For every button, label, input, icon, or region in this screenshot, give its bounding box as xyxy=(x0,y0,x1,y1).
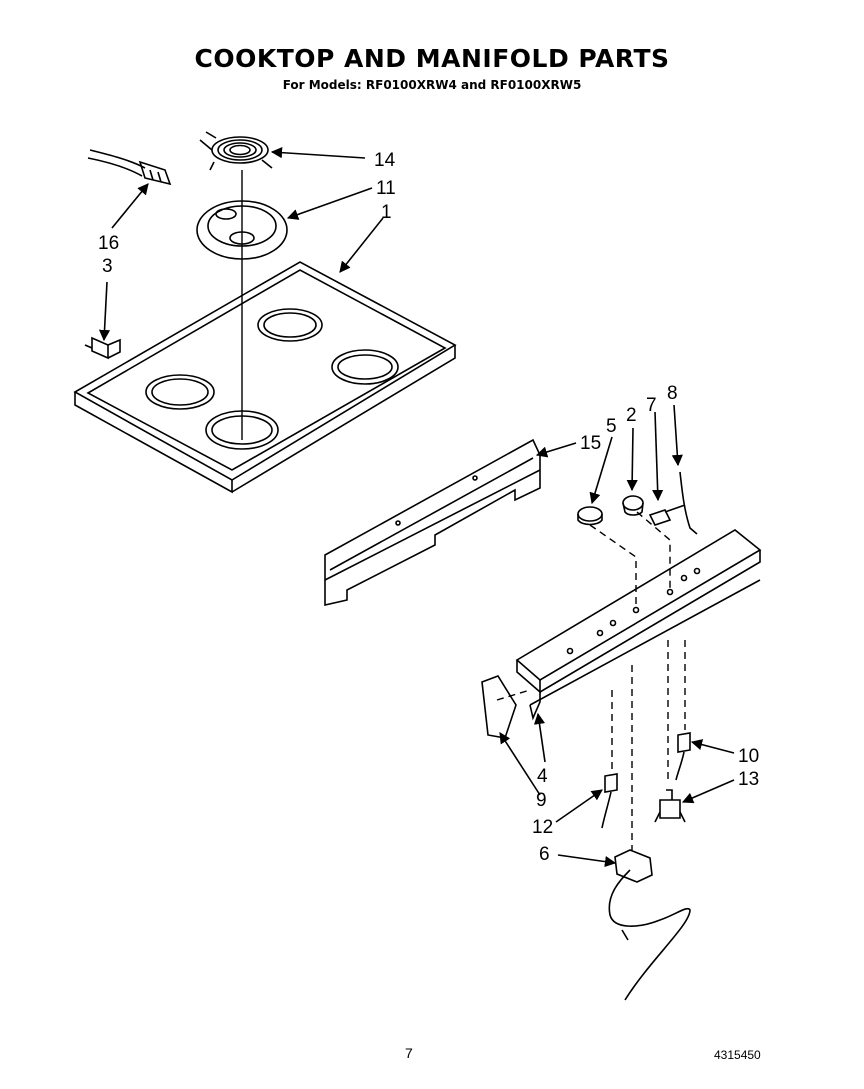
igniter-12 xyxy=(601,773,618,829)
callout-6: 6 xyxy=(539,844,550,865)
callout-5: 5 xyxy=(606,416,617,437)
callout-leaders xyxy=(98,147,735,868)
callout-10: 10 xyxy=(738,746,759,767)
manifold-bar xyxy=(515,529,762,721)
cooktop xyxy=(73,261,457,494)
callout-16: 16 xyxy=(98,233,119,254)
surface-element xyxy=(199,131,273,171)
callout-8: 8 xyxy=(667,383,678,404)
callout-3: 3 xyxy=(102,256,113,277)
callout-12: 12 xyxy=(532,817,553,838)
valve-13 xyxy=(654,789,686,823)
callout-14: 14 xyxy=(374,150,396,171)
callout-2: 2 xyxy=(626,405,637,426)
bracket xyxy=(84,336,121,360)
callout-15: 15 xyxy=(580,433,601,454)
callout-13: 13 xyxy=(738,769,759,790)
document-number: 4315450 xyxy=(714,1048,761,1062)
page-title: COOKTOP AND MANIFOLD PARTS xyxy=(194,44,670,73)
terminal-block xyxy=(87,149,172,186)
model-subtitle: For Models: RF0100XRW4 and RF0100XRW5 xyxy=(282,78,582,92)
page-number: 7 xyxy=(405,1045,413,1061)
burner-knobs xyxy=(577,495,686,526)
callout-1: 1 xyxy=(381,202,392,223)
spark-module-6 xyxy=(608,849,691,1001)
manifold-panel xyxy=(324,438,541,607)
callout-11: 11 xyxy=(376,178,396,199)
end-bracket xyxy=(481,675,517,739)
callout-4: 4 xyxy=(537,766,548,787)
assembly-lines xyxy=(496,511,686,850)
ground-wire xyxy=(679,471,698,535)
igniter-10 xyxy=(675,732,691,781)
callout-7: 7 xyxy=(646,395,657,416)
callout-9: 9 xyxy=(536,790,547,811)
